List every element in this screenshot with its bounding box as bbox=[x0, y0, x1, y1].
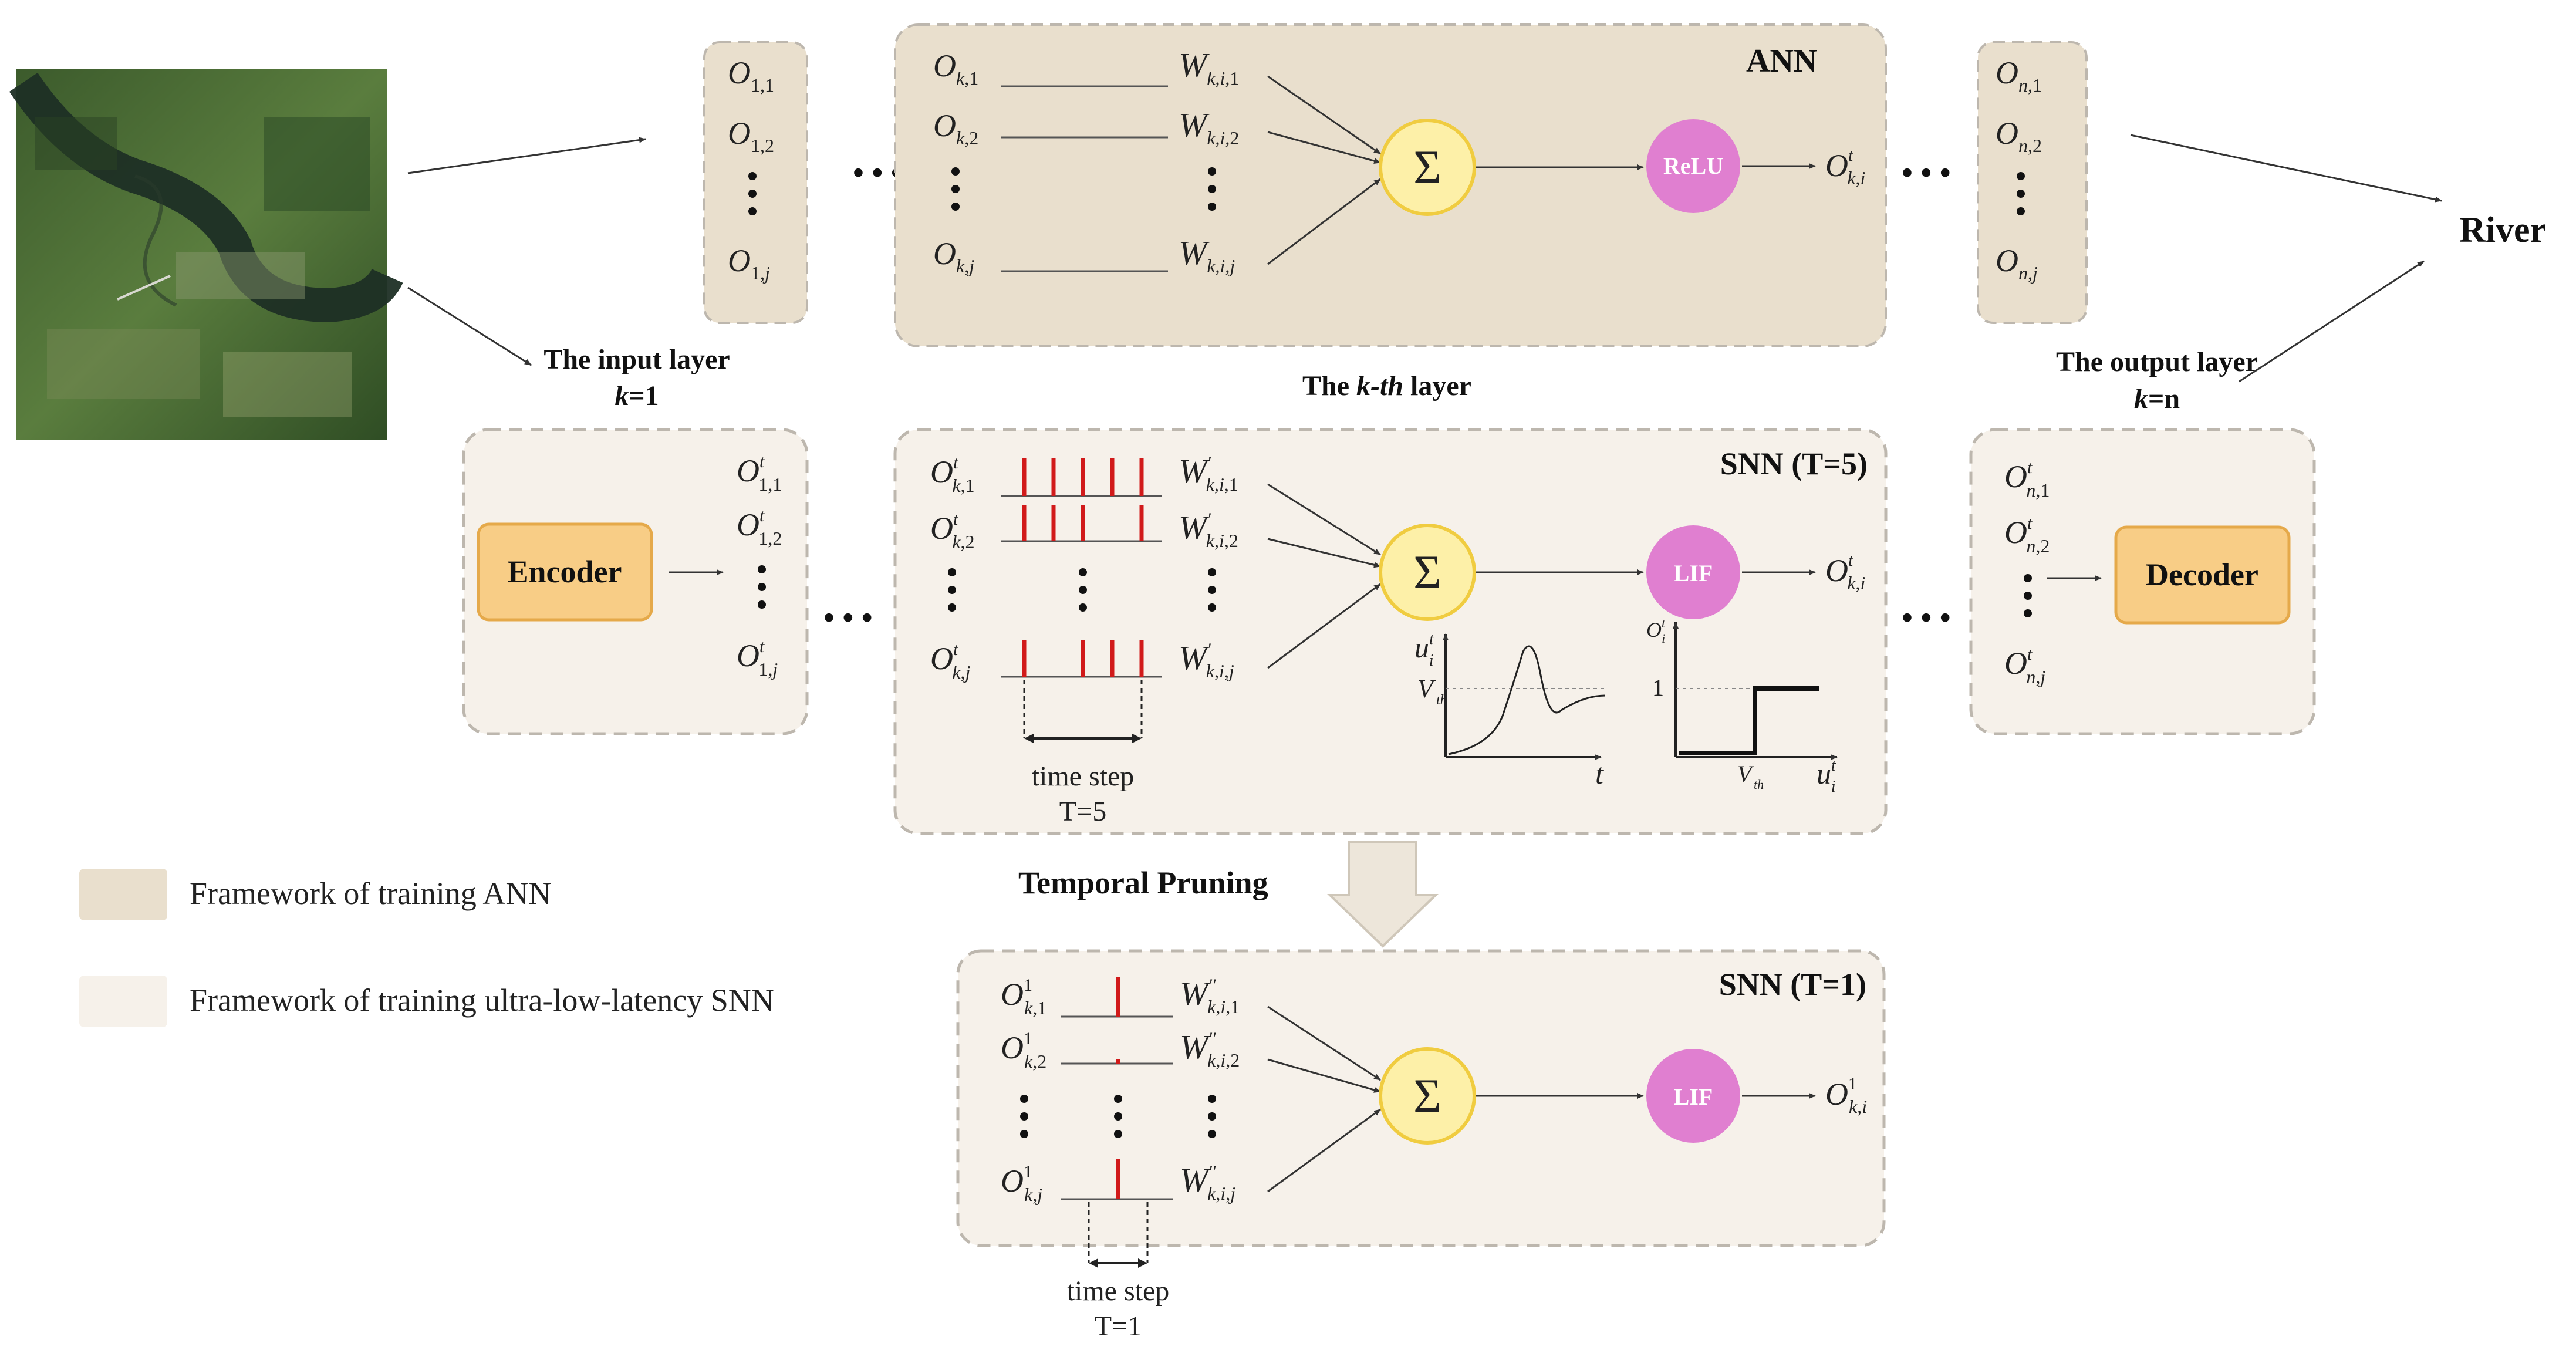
snn1-sum-symbol: Σ bbox=[1413, 1069, 1441, 1122]
satellite-image bbox=[9, 69, 403, 440]
snn1-lif-neuron: LIF bbox=[1646, 1049, 1740, 1143]
image-to-encoder-arrow bbox=[407, 286, 532, 366]
snn1-w2-arrow bbox=[1267, 1058, 1381, 1093]
kth-layer-label: The k-th layer bbox=[1302, 370, 1471, 401]
encoder-label: Encoder bbox=[508, 554, 622, 589]
decoder-label: Decoder bbox=[2146, 557, 2258, 592]
snn1-w1-arrow bbox=[1267, 1005, 1381, 1081]
time-step-t1-value: T=1 bbox=[1095, 1311, 1142, 1342]
ann-wj-arrow bbox=[1267, 178, 1381, 265]
legend-swatch-ann bbox=[79, 869, 167, 920]
snn5-w1-arrow bbox=[1267, 483, 1381, 556]
snn1-wj-arrow bbox=[1267, 1108, 1381, 1193]
output-layer-label: The output layer bbox=[2056, 346, 2258, 377]
time-step-bracket-t1 bbox=[1088, 1202, 1149, 1268]
time-step-t1-label: time step bbox=[1067, 1275, 1170, 1307]
snn1-title: SNN (T=1) bbox=[1719, 967, 1866, 1002]
legend-label-ann: Framework of training ANN bbox=[190, 876, 551, 911]
snn1-spike-trains bbox=[1061, 977, 1173, 1200]
snn5-wj-arrow bbox=[1267, 583, 1381, 669]
snn1-weights: W''k,i,1 W''k,i,2 W''k,i,j bbox=[1180, 974, 1240, 1204]
snn5-lif-label: LIF bbox=[1674, 560, 1713, 586]
snn5-title: SNN (T=5) bbox=[1720, 446, 1868, 481]
legend: Framework of training ANN Framework of t… bbox=[79, 869, 774, 1027]
relu-neuron: ReLU bbox=[1646, 119, 1740, 213]
decoder-to-river-arrow bbox=[2239, 260, 2425, 383]
ann-sum-symbol: Σ bbox=[1413, 140, 1441, 194]
legend-label-snn: Framework of training ultra-low-latency … bbox=[190, 983, 774, 1018]
spike-train-1 bbox=[1001, 458, 1162, 497]
temporal-pruning-arrow bbox=[1327, 841, 1439, 948]
snn5-sum-symbol: Σ bbox=[1413, 545, 1441, 599]
snn1-lif-label: LIF bbox=[1674, 1084, 1713, 1110]
ann-input-column bbox=[703, 41, 808, 324]
snn5-lif-neuron: LIF bbox=[1646, 525, 1740, 619]
output-layer-k: k=n bbox=[2134, 383, 2180, 414]
ann-output-column bbox=[1977, 41, 2088, 324]
svg-text:On,j: On,j bbox=[1996, 243, 2038, 284]
snn-left-ellipsis: • • • bbox=[823, 600, 873, 635]
image-to-ann-arrow bbox=[407, 137, 646, 174]
spike-train-2 bbox=[1001, 505, 1162, 542]
ann-w2-arrow bbox=[1267, 131, 1381, 164]
time-step-t5-value: T=5 bbox=[1059, 796, 1106, 827]
svg-text:W''k,i,j: W''k,i,j bbox=[1180, 1161, 1235, 1204]
encoder-box: Encoder bbox=[477, 522, 653, 622]
ann-title: ANN bbox=[1746, 43, 1817, 79]
svg-text:th: th bbox=[1754, 777, 1764, 792]
river-label: River bbox=[2459, 210, 2546, 250]
snn5-w2-arrow bbox=[1267, 538, 1381, 568]
input-layer-k: k=1 bbox=[615, 380, 659, 411]
input-layer-label: The input layer bbox=[543, 344, 730, 375]
ann-w1-arrow bbox=[1267, 75, 1381, 155]
relu-label: ReLU bbox=[1663, 153, 1723, 179]
svg-text:W''k,i,2: W''k,i,2 bbox=[1180, 1028, 1240, 1071]
legend-swatch-snn bbox=[79, 976, 167, 1027]
ann-to-river-arrow bbox=[2130, 134, 2442, 203]
svg-text:t: t bbox=[1595, 757, 1604, 790]
ann-output-nodes: On,1 On,2 On,j bbox=[1996, 55, 2042, 284]
svg-text:Oti: Oti bbox=[1646, 616, 1666, 646]
spike-train-dots bbox=[1079, 568, 1087, 612]
svg-text:V: V bbox=[1737, 761, 1754, 787]
svg-text:V: V bbox=[1417, 674, 1436, 703]
snn5-sum-node: Σ bbox=[1379, 524, 1476, 621]
svg-text:1: 1 bbox=[1652, 674, 1664, 701]
svg-text:O1,j: O1,j bbox=[728, 243, 770, 284]
svg-text:th: th bbox=[1436, 693, 1447, 708]
snn-right-ellipsis: • • • bbox=[1902, 600, 1951, 635]
ann-right-ellipsis: • • • bbox=[1902, 155, 1951, 190]
ann-sum-node: Σ bbox=[1379, 119, 1476, 216]
snn1-sum-node: Σ bbox=[1379, 1047, 1476, 1145]
spike-train-j bbox=[1001, 640, 1162, 678]
time-step-bracket-t5 bbox=[1023, 680, 1143, 743]
time-step-t5-label: time step bbox=[1032, 761, 1135, 792]
temporal-pruning-label: Temporal Pruning bbox=[1018, 865, 1268, 900]
ann-left-ellipsis: • • • bbox=[853, 155, 902, 190]
svg-text:W'k,i,j: W'k,i,j bbox=[1179, 639, 1234, 681]
decoder-box: Decoder bbox=[2114, 525, 2291, 625]
